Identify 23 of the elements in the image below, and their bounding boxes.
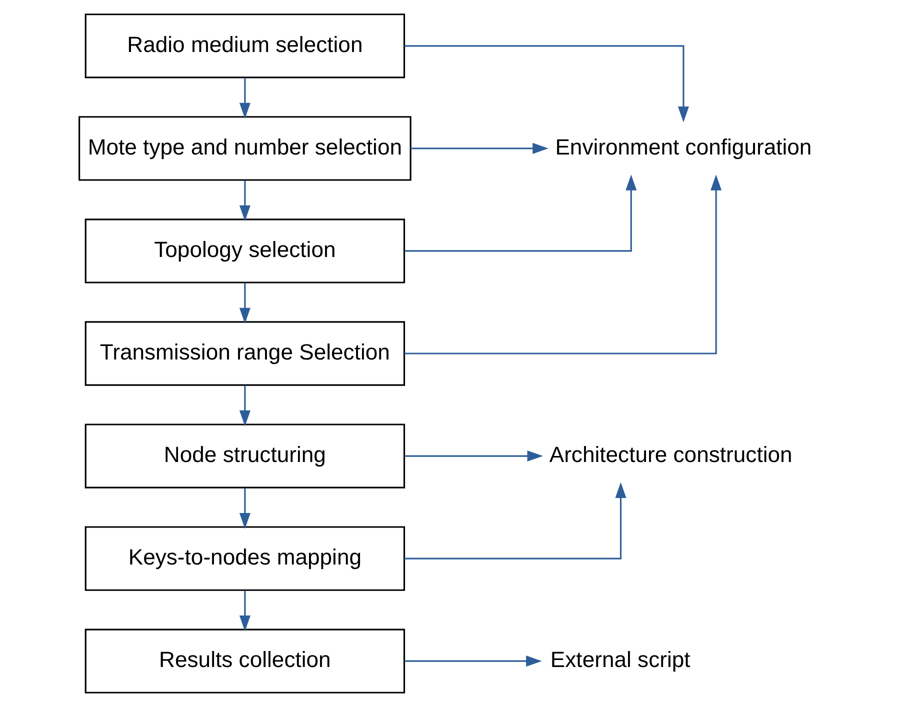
arrow xyxy=(238,78,250,119)
node-box: Keys-to-nodes mapping xyxy=(84,526,405,591)
node-box: Radio medium selection xyxy=(84,14,405,78)
arrow xyxy=(404,482,626,560)
node-text: Architecture construction xyxy=(548,442,792,467)
arrow xyxy=(404,45,688,122)
node-box: Mote type and number selection xyxy=(78,116,411,181)
arrow xyxy=(238,385,250,426)
node-text: External script xyxy=(550,646,690,672)
node-box: Topology selection xyxy=(84,218,405,284)
node-text: Environment configuration xyxy=(554,134,812,160)
node-box: Transmission range Selection xyxy=(84,321,405,386)
arrow xyxy=(238,282,250,324)
arrow xyxy=(404,174,722,354)
node-box: Results collection xyxy=(84,628,405,694)
arrow xyxy=(238,590,250,632)
arrow xyxy=(404,174,636,252)
node-box: Node structuring xyxy=(84,424,405,488)
arrow xyxy=(404,450,543,462)
arrow xyxy=(410,142,548,154)
arrow xyxy=(238,488,250,529)
arrow xyxy=(238,180,250,222)
arrow xyxy=(404,656,542,667)
